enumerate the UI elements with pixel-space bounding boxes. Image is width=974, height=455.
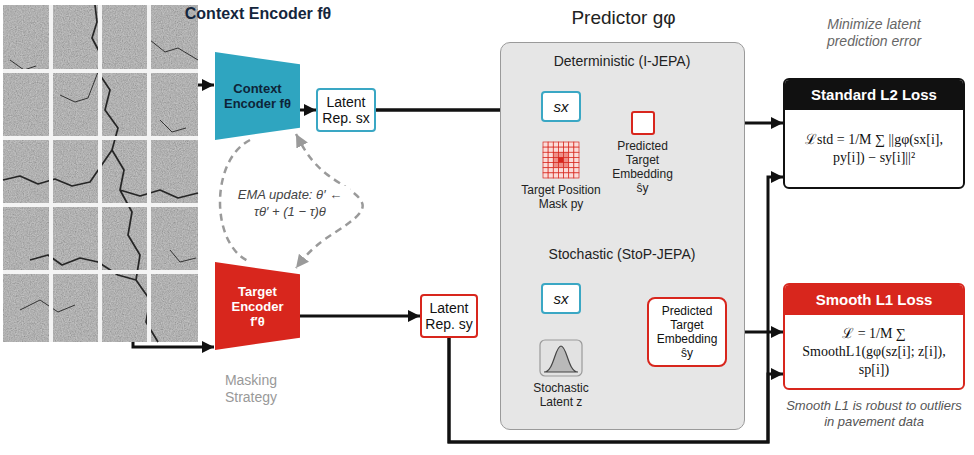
mask-cell <box>543 142 548 147</box>
mask-cell <box>548 152 553 157</box>
annotation-note: Minimize latent prediction error <box>799 16 949 50</box>
annotation-note: Masking Strategy <box>206 372 296 406</box>
mask-cell <box>569 173 574 178</box>
latent-chip: sx <box>541 91 581 122</box>
mask-cell <box>564 157 569 162</box>
mask-cell <box>564 147 569 152</box>
latent-icon-frame <box>540 340 582 376</box>
mask-cell <box>548 142 553 147</box>
pavement-texture <box>3 5 198 342</box>
pavement-crack <box>3 5 198 342</box>
mask-cell <box>543 152 548 157</box>
loss-box: Smooth L1 Lossℒ = 1/M ∑ SmoothL1(gφ(sz[i… <box>783 283 965 390</box>
mask-cell <box>558 152 563 157</box>
latent-symbol: sx <box>554 98 569 115</box>
mask-cell <box>574 142 579 147</box>
encoder-shape <box>215 262 300 350</box>
mask-cell <box>543 157 548 162</box>
embedding-label: Predicted Target Embedding ŝy <box>652 304 722 360</box>
noise-label: Stochastic Latent z <box>515 381 607 409</box>
mask-icon: Target Position Mask py <box>542 141 580 179</box>
latent-box: Latent Rep. sx <box>316 88 376 132</box>
panel-heading: Predictor gφ <box>501 7 746 29</box>
mask-cell <box>564 142 569 147</box>
mask-cell <box>569 157 574 162</box>
patch-grid <box>3 5 198 342</box>
mask-label: Target Position Mask py <box>511 183 611 211</box>
mask-cell <box>564 163 569 168</box>
mask-cell <box>553 157 558 162</box>
mask-cell <box>548 173 553 178</box>
annotation-note: Smooth L1 is robust to outliers in pavem… <box>785 398 963 430</box>
encoder-heading: Context Encoder fθ <box>183 4 333 23</box>
latent-symbol: sx <box>554 290 569 307</box>
section-heading: Deterministic (I-JEPA) <box>501 53 743 69</box>
edge-label: EMA update: θ′ ← τθ′ + (1 − τ)θ <box>230 186 350 220</box>
input-arrow <box>133 342 214 347</box>
mask-cell <box>553 168 558 173</box>
mask-cell <box>543 163 548 168</box>
encoder-label: Context Encoder fθ <box>224 81 292 111</box>
mask-cell <box>558 157 563 162</box>
loss-formula: ℒ = 1/M ∑ SmoothL1(gφ(sz[i]; z[i]), sp[i… <box>785 315 963 388</box>
mask-cell <box>564 168 569 173</box>
embedding-square: Predicted Target Embedding ŝy <box>631 111 655 135</box>
mask-cell <box>543 168 548 173</box>
mask-icon-graphic <box>542 141 580 179</box>
mask-cell <box>574 163 579 168</box>
embedding-box: Predicted Target Embedding ŝy <box>647 297 727 367</box>
mask-cell <box>558 142 563 147</box>
section-heading: Stochastic (StoP-JEPA) <box>501 246 743 262</box>
mask-cell <box>543 173 548 178</box>
noise-icon: Stochastic Latent z <box>539 339 583 377</box>
loss-header: Standard L2 Loss <box>785 80 963 110</box>
mask-cell <box>574 157 579 162</box>
flow-arrow <box>300 315 420 318</box>
encoder-shape <box>215 52 300 140</box>
loss-box: Standard L2 Lossℒstd = 1/M ∑ ||gφ(sx[i],… <box>783 78 965 189</box>
encoder-label: Target Encoder f′θ <box>224 284 292 329</box>
flow-arrow <box>300 109 316 112</box>
latent-label: Latent Rep. sy <box>425 300 473 332</box>
latent-label: Latent Rep. sx <box>321 94 371 126</box>
mask-cell <box>558 147 563 152</box>
mask-cell <box>553 147 558 152</box>
mask-cell <box>543 147 548 152</box>
loss-header: Smooth L1 Loss <box>785 285 963 315</box>
embedding-label: Predicted Target Embedding ŝy <box>606 139 680 195</box>
mask-cell <box>569 168 574 173</box>
gaussian-curve <box>544 346 578 372</box>
mask-cell <box>574 152 579 157</box>
mask-cell <box>569 142 574 147</box>
mask-cell <box>564 173 569 178</box>
context-encoder: Context Encoder fθContext Encoder fθ <box>215 52 300 140</box>
mask-cell <box>553 152 558 157</box>
mask-cell <box>569 147 574 152</box>
mask-cell <box>564 152 569 157</box>
latent-box: Latent Rep. sy <box>420 294 478 338</box>
mask-cell <box>553 173 558 178</box>
mask-cell <box>548 168 553 173</box>
predictor-panel: Predictor gφDeterministic (I-JEPA)Stocha… <box>500 42 745 430</box>
loss-formula: ℒstd = 1/M ∑ ||gφ(sx[i], py[i]) − sy[i]|… <box>785 110 963 187</box>
target-encoder: Target Encoder f′θ <box>215 262 300 350</box>
mask-cell <box>574 173 579 178</box>
mask-cell <box>569 152 574 157</box>
mask-cell <box>569 163 574 168</box>
mask-cell <box>574 147 579 152</box>
mask-cell <box>553 142 558 147</box>
mask-cell <box>558 173 563 178</box>
mask-cell <box>548 157 553 162</box>
mask-cell <box>574 168 579 173</box>
mask-cell <box>553 163 558 168</box>
mask-cell <box>548 163 553 168</box>
mask-cell <box>548 147 553 152</box>
input-arrow <box>198 84 214 87</box>
noise-icon-graphic <box>539 339 583 377</box>
latent-chip: sx <box>541 283 581 314</box>
pavement-image <box>3 5 198 342</box>
mask-cell <box>558 163 563 168</box>
mask-cell <box>558 168 563 173</box>
